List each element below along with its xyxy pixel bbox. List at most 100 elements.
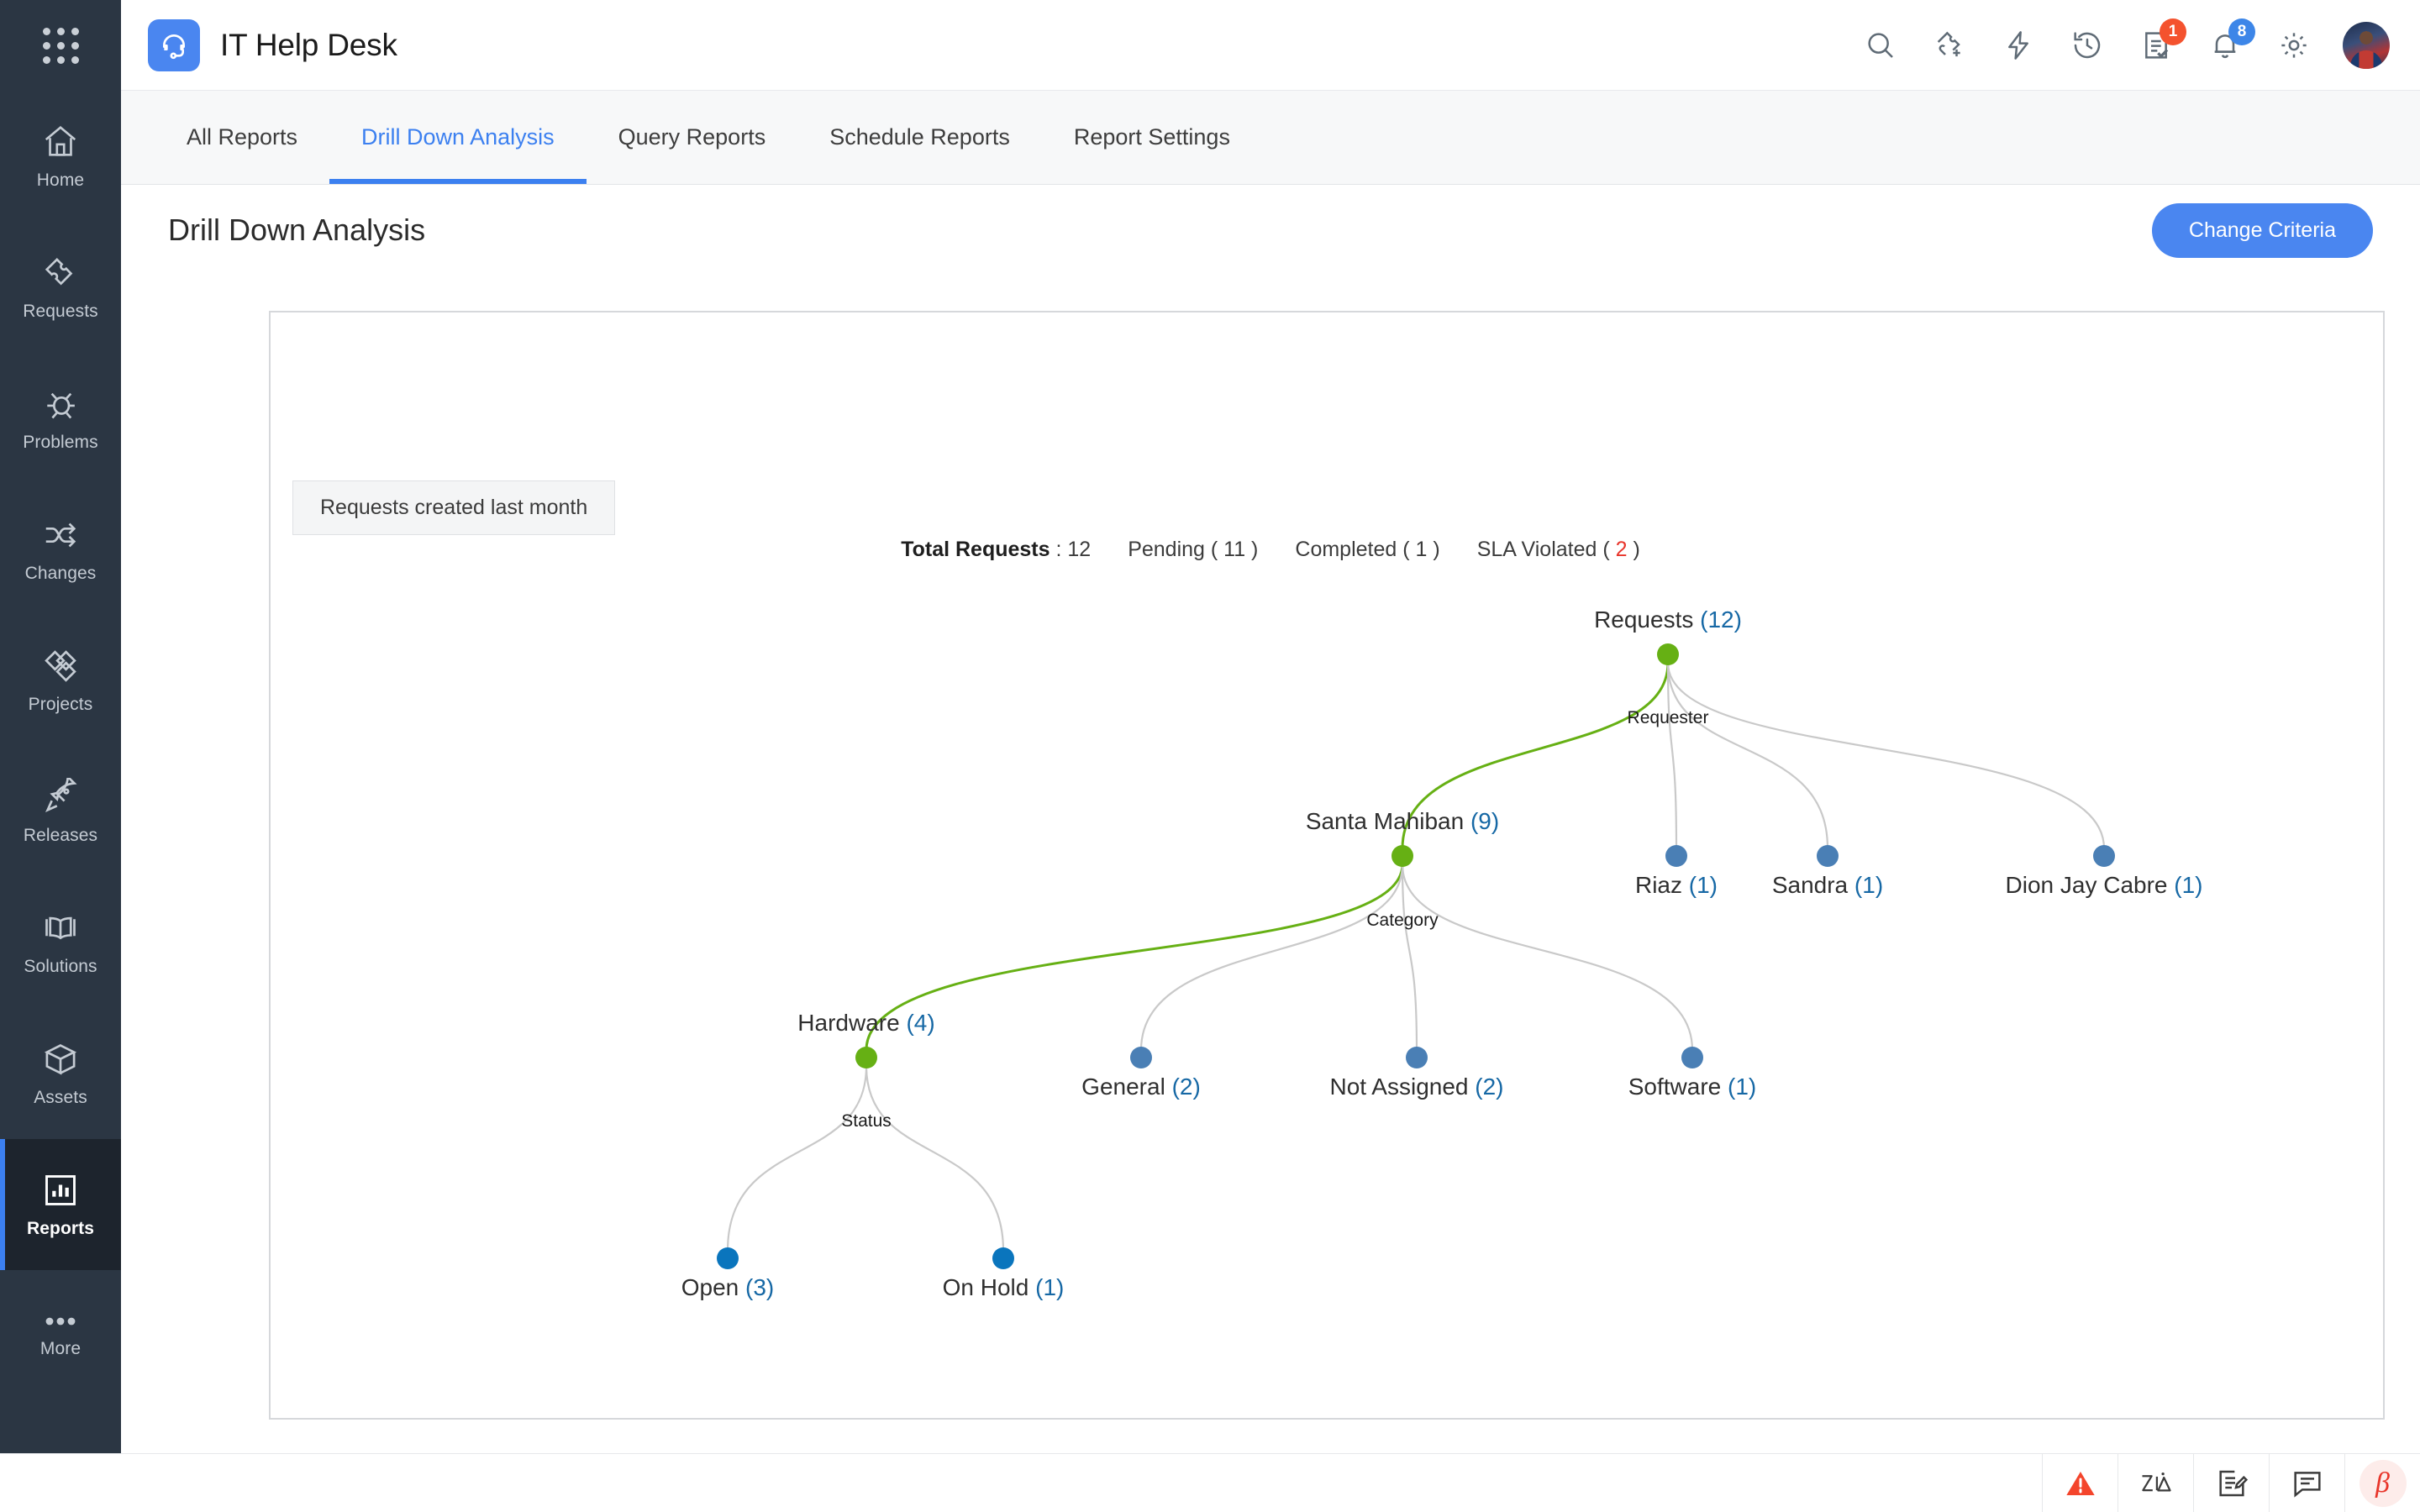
tree-node[interactable] bbox=[1392, 845, 1413, 867]
beta-badge-glyph: β bbox=[2359, 1459, 2407, 1507]
tree-node-label[interactable]: Sandra (1) bbox=[1772, 872, 1883, 899]
sidebar-item-changes[interactable]: Changes bbox=[0, 484, 121, 615]
history-icon[interactable] bbox=[2067, 25, 2107, 66]
tree-node[interactable] bbox=[2093, 845, 2115, 867]
tree-node-label[interactable]: Dion Jay Cabre (1) bbox=[2006, 872, 2203, 899]
beta-badge[interactable]: β bbox=[2344, 1453, 2420, 1512]
gear-icon[interactable] bbox=[2274, 25, 2314, 66]
tree-node[interactable] bbox=[1817, 845, 1839, 867]
ticket-icon bbox=[41, 254, 80, 292]
sidebar-item-reports[interactable]: Reports bbox=[0, 1139, 121, 1270]
tree-node-label[interactable]: General (2) bbox=[1081, 1074, 1201, 1100]
tab-report-settings[interactable]: Report Settings bbox=[1073, 124, 1230, 150]
top-header: IT Help Desk bbox=[121, 0, 2420, 91]
tree-node-name: Sandra bbox=[1771, 872, 1854, 898]
tree-node-label[interactable]: Santa Mahiban (9) bbox=[1306, 808, 1499, 835]
tree-node-name: Not Assigned bbox=[1329, 1074, 1476, 1100]
tree-node-name: On Hold bbox=[942, 1274, 1036, 1300]
box-icon bbox=[41, 1040, 80, 1079]
tree-node-label[interactable]: On Hold (1) bbox=[943, 1274, 1065, 1301]
home-icon bbox=[41, 123, 80, 161]
sidebar-item-label: Problems bbox=[23, 432, 98, 452]
projects-icon bbox=[41, 647, 80, 685]
rocket-icon bbox=[41, 777, 80, 816]
notifications-bell-icon[interactable]: 8 bbox=[2205, 18, 2255, 66]
tab-all-reports[interactable]: All Reports bbox=[187, 124, 298, 150]
tree-node[interactable] bbox=[1130, 1047, 1152, 1068]
approvals-icon[interactable]: 1 bbox=[2136, 18, 2186, 66]
tree-node-label[interactable]: Not Assigned (2) bbox=[1329, 1074, 1503, 1100]
tree-node-count: (4) bbox=[906, 1010, 935, 1036]
apps-grid-dots bbox=[42, 27, 79, 64]
tree-node-name: Hardware bbox=[797, 1010, 907, 1036]
tree-node-count: (3) bbox=[745, 1274, 775, 1300]
stat-total-value: 12 bbox=[1067, 538, 1092, 561]
stat-total-sep: : bbox=[1050, 538, 1068, 561]
zia-assistant-icon[interactable] bbox=[2118, 1453, 2193, 1512]
notifications-badge: 8 bbox=[2228, 18, 2255, 45]
tree-edge-label: Requester bbox=[1627, 708, 1709, 727]
tree-node-name: Dion Jay Cabre bbox=[2005, 872, 2175, 898]
tree-node[interactable] bbox=[1406, 1047, 1428, 1068]
tree-node-count: (1) bbox=[2174, 872, 2203, 898]
stat-sla-violated: SLA Violated ( 2 ) bbox=[1477, 538, 1640, 562]
sidebar-item-home[interactable]: Home bbox=[0, 91, 121, 222]
left-sidebar: Home Requests Problems bbox=[0, 0, 121, 1512]
summary-stats: Total Requests : 12 Pending ( 11 ) Compl… bbox=[121, 538, 2420, 562]
sidebar-item-assets[interactable]: Assets bbox=[0, 1008, 121, 1139]
tree-node[interactable] bbox=[855, 1047, 877, 1068]
stat-sla-value: 2 bbox=[1615, 538, 1628, 561]
tree-node-label[interactable]: Software (1) bbox=[1628, 1074, 1757, 1100]
tree-node[interactable] bbox=[717, 1247, 739, 1269]
page-content: Drill Down Analysis Change Criteria Requ… bbox=[121, 185, 2420, 1453]
tree-node-label[interactable]: Riaz (1) bbox=[1635, 872, 1718, 899]
tree-node-name: Open bbox=[681, 1274, 746, 1300]
approvals-badge: 1 bbox=[2160, 18, 2186, 45]
card-tab-label[interactable]: Requests created last month bbox=[292, 480, 616, 535]
sidebar-item-label: Requests bbox=[23, 301, 98, 321]
sidebar-item-more[interactable]: More bbox=[0, 1270, 121, 1401]
tab-drill-down-analysis[interactable]: Drill Down Analysis bbox=[329, 91, 587, 184]
apps-grid-icon[interactable] bbox=[0, 0, 121, 91]
tree-node-label[interactable]: Requests (12) bbox=[1594, 606, 1742, 633]
tree-node-count: (1) bbox=[1035, 1274, 1065, 1300]
tree-node[interactable] bbox=[992, 1247, 1014, 1269]
sidebar-item-projects[interactable]: Projects bbox=[0, 615, 121, 746]
app-title: IT Help Desk bbox=[220, 27, 397, 62]
tab-query-reports[interactable]: Query Reports bbox=[618, 124, 766, 150]
tree-node[interactable] bbox=[1657, 643, 1679, 665]
tree-node-label[interactable]: Open (3) bbox=[681, 1274, 775, 1301]
change-criteria-button[interactable]: Change Criteria bbox=[2151, 202, 2373, 258]
sidebar-item-label: Reports bbox=[26, 1218, 95, 1238]
stat-completed: Completed ( 1 ) bbox=[1295, 538, 1440, 561]
sidebar-item-solutions[interactable]: Solutions bbox=[0, 877, 121, 1008]
search-icon[interactable] bbox=[1860, 25, 1901, 66]
chat-bubble-icon[interactable] bbox=[2269, 1453, 2344, 1512]
tree-node[interactable] bbox=[1681, 1047, 1703, 1068]
bug-icon bbox=[41, 385, 80, 423]
stat-sla-suffix: ) bbox=[1627, 538, 1640, 561]
quick-actions-icon[interactable] bbox=[1998, 25, 2039, 66]
tree-node-count: (1) bbox=[1728, 1074, 1757, 1100]
sidebar-item-label: Changes bbox=[24, 563, 97, 583]
brand[interactable]: IT Help Desk bbox=[148, 18, 397, 71]
user-avatar[interactable] bbox=[2343, 21, 2390, 69]
sidebar-item-label: Home bbox=[36, 170, 85, 190]
sidebar-item-problems[interactable]: Problems bbox=[0, 353, 121, 484]
headset-icon bbox=[148, 18, 200, 71]
add-ticket-icon[interactable] bbox=[1929, 25, 1970, 66]
tree-node-label[interactable]: Hardware (4) bbox=[797, 1010, 934, 1037]
tab-schedule-reports[interactable]: Schedule Reports bbox=[829, 124, 1010, 150]
report-card bbox=[269, 311, 2385, 1420]
tree-edge-label: Category bbox=[1366, 911, 1439, 930]
tree-node-count: (1) bbox=[1854, 872, 1884, 898]
edit-note-icon[interactable] bbox=[2193, 1453, 2269, 1512]
tree-node[interactable] bbox=[1665, 845, 1687, 867]
stat-total-requests: Total Requests : 12 bbox=[901, 538, 1091, 562]
tree-node-count: (2) bbox=[1475, 1074, 1504, 1100]
sidebar-item-requests[interactable]: Requests bbox=[0, 222, 121, 353]
stat-pending: Pending ( 11 ) bbox=[1128, 538, 1259, 561]
sidebar-item-releases[interactable]: Releases bbox=[0, 746, 121, 877]
alert-triangle-icon[interactable] bbox=[2042, 1453, 2118, 1512]
